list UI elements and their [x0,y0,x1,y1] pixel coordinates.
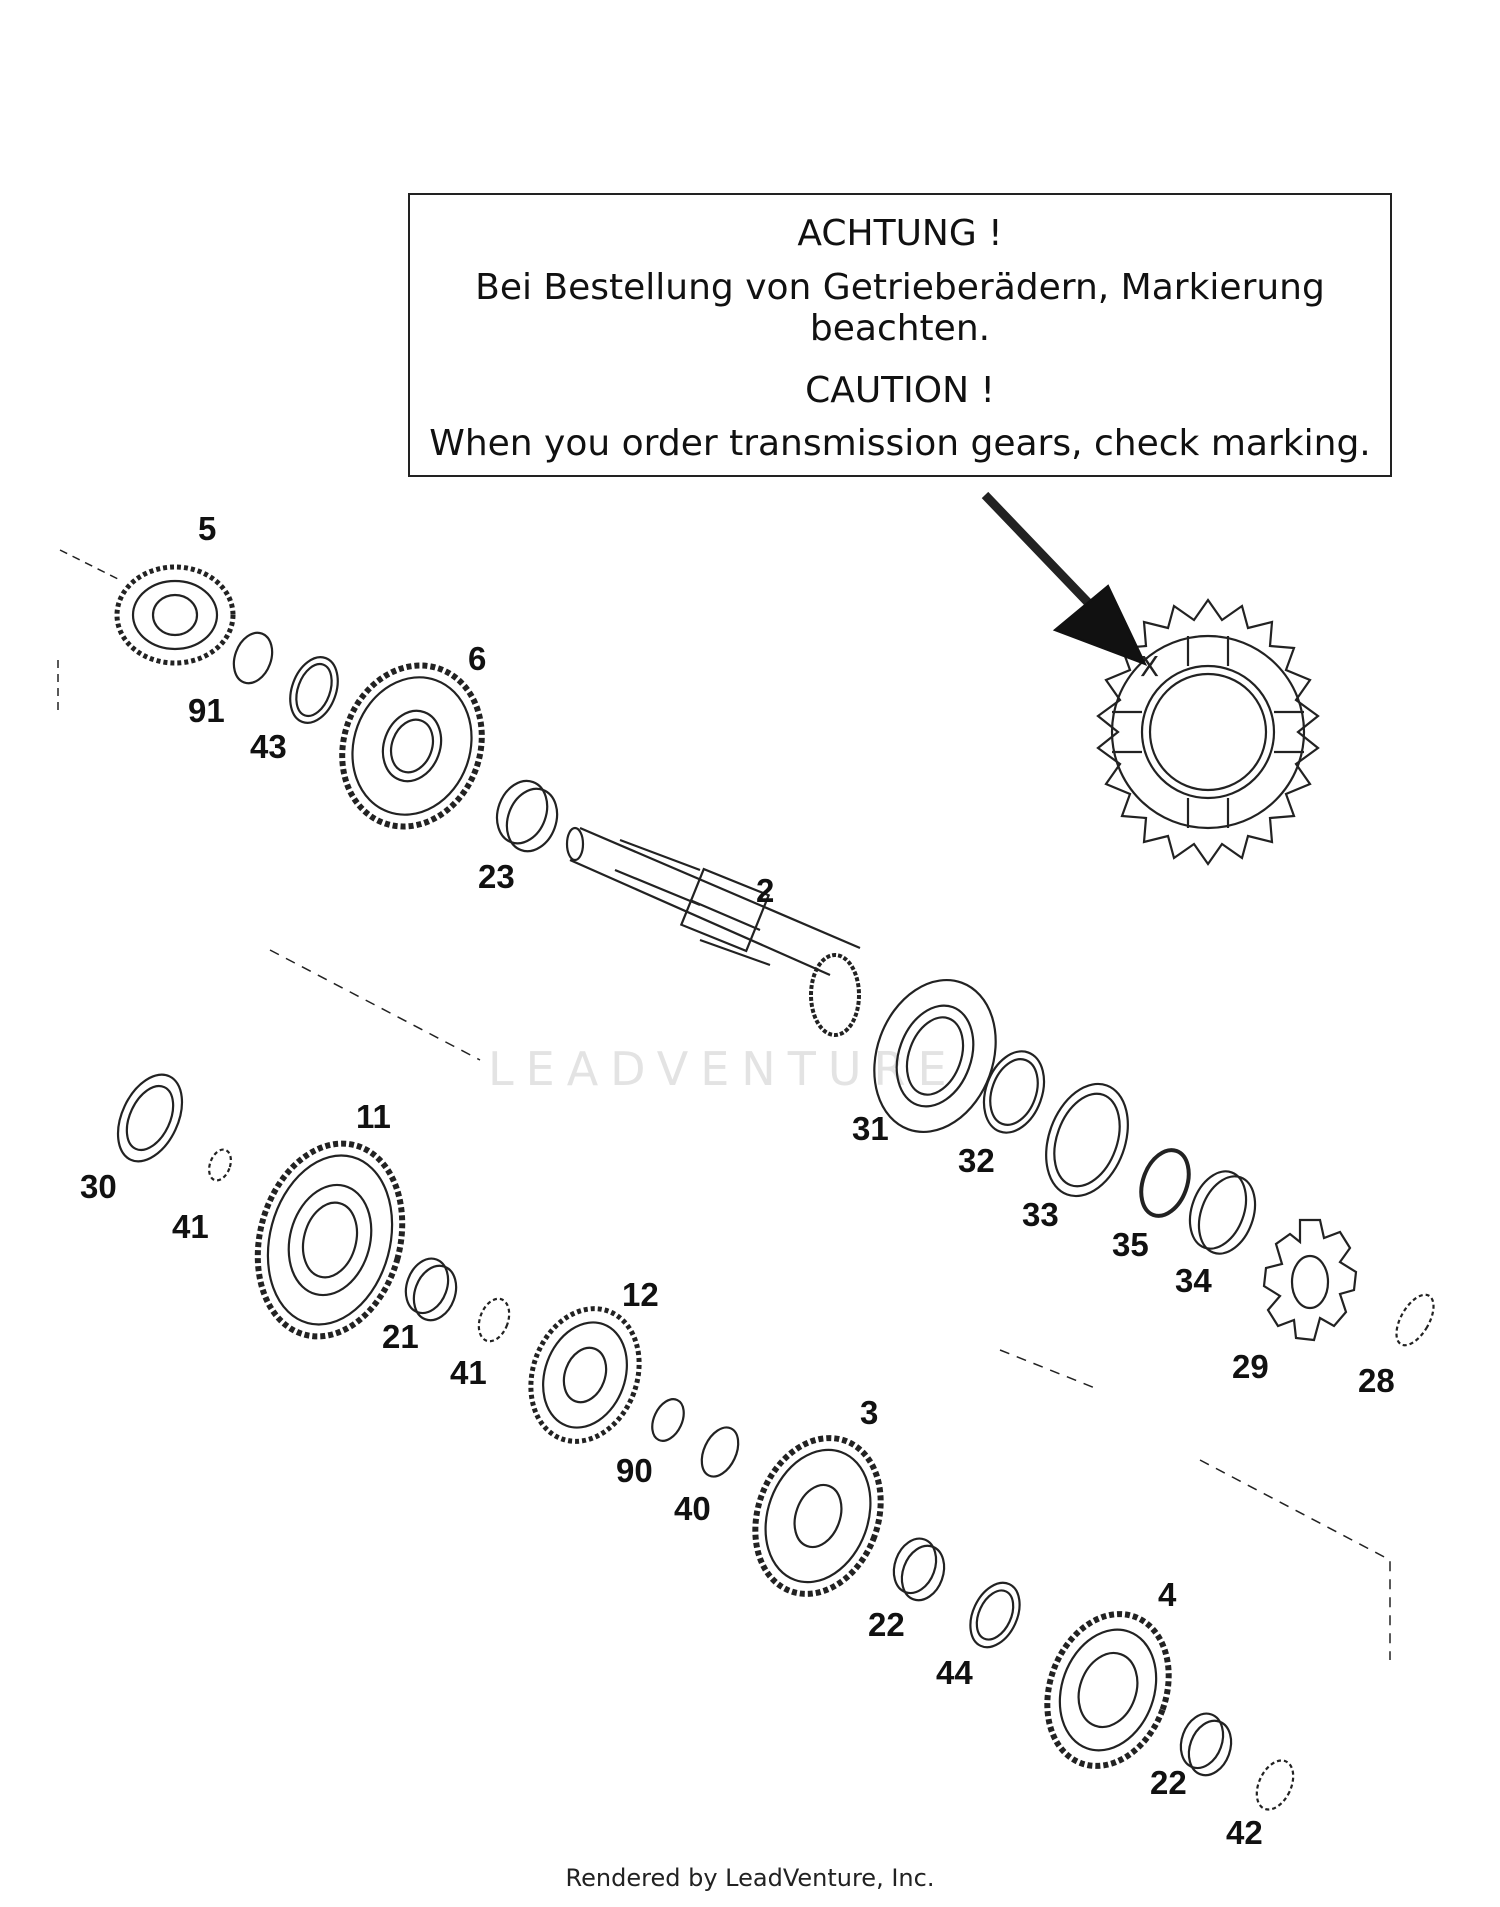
watermark: LEADVENTURE [488,1042,959,1096]
callout-43: 43 [250,728,287,765]
callout-33: 33 [1022,1196,1059,1233]
callout-28: 28 [1358,1362,1395,1399]
callout-44: 44 [936,1654,973,1691]
washer-43 [289,656,339,724]
notice-en-text: When you order transmission gears, check… [429,423,1371,464]
centerline-bottom [1199,1459,1391,1660]
gear-11 [254,1140,406,1340]
callout-32: 32 [958,1142,995,1179]
centerline-mid [269,949,481,1061]
notice-en-title: CAUTION ! [805,370,995,411]
ring-41-a [208,1148,232,1182]
callout-6: 6 [468,640,487,677]
bushing-23 [495,779,559,853]
callout-5: 5 [198,510,217,547]
callout-91: 91 [188,692,225,729]
callout-41-a: 41 [172,1208,209,1245]
callout-34: 34 [1175,1262,1212,1299]
clip-28 [1395,1293,1435,1347]
shaft-2 [565,826,861,1037]
marking-gear-detail [1096,598,1320,866]
ring-90 [651,1398,685,1442]
ring-32 [982,1050,1046,1134]
callout-11: 11 [356,1098,391,1135]
callout-31: 31 [852,1110,889,1147]
seal-33 [1045,1082,1129,1198]
notice-de-title: ACHTUNG ! [797,213,1003,254]
bushing-22-a [892,1537,946,1602]
callout-12: 12 [622,1276,659,1313]
caution-box: ACHTUNG ! Bei Bestellung von Getrieberäd… [408,193,1392,477]
centerline-top [59,549,121,581]
callout-3: 3 [860,1394,879,1431]
callout-4: 4 [1158,1576,1177,1613]
callout-90: 90 [616,1452,653,1489]
washer-44 [969,1581,1021,1649]
sprocket-29 [1262,1218,1358,1342]
callout-23: 23 [478,858,515,895]
callout-29: 29 [1232,1348,1269,1385]
bushing-22-b [1179,1712,1233,1777]
callout-35: 35 [1112,1226,1149,1263]
ring-41-b [477,1297,511,1343]
callout-42: 42 [1226,1814,1263,1851]
callout-22-b: 22 [1150,1764,1187,1801]
ring-42 [1255,1759,1295,1811]
callout-21: 21 [382,1318,419,1355]
callout-30: 30 [80,1168,117,1205]
gear-5 [114,564,236,666]
arrow-head [1052,584,1148,666]
o-ring-35 [1139,1148,1191,1218]
gear-12 [528,1306,642,1444]
bearing-31 [873,978,997,1134]
marking-x: X [1140,650,1159,683]
callout-2: 2 [756,872,775,909]
rendered-by-footer: Rendered by LeadVenture, Inc. [565,1864,935,1892]
notice-de-text: Bei Bestellung von Getrieberädern, Marki… [475,267,1325,349]
bushing-21 [404,1257,458,1322]
washer-40 [700,1426,740,1478]
gear-4 [1044,1611,1172,1769]
callout-22-a: 22 [868,1606,905,1643]
callout-41-b: 41 [450,1354,487,1391]
gear-3 [752,1435,884,1597]
callout-40: 40 [674,1490,711,1527]
gear-6 [339,662,485,830]
bearing-30 [116,1073,184,1163]
snap-ring-91 [232,631,274,685]
spacer-34 [1197,1175,1257,1255]
